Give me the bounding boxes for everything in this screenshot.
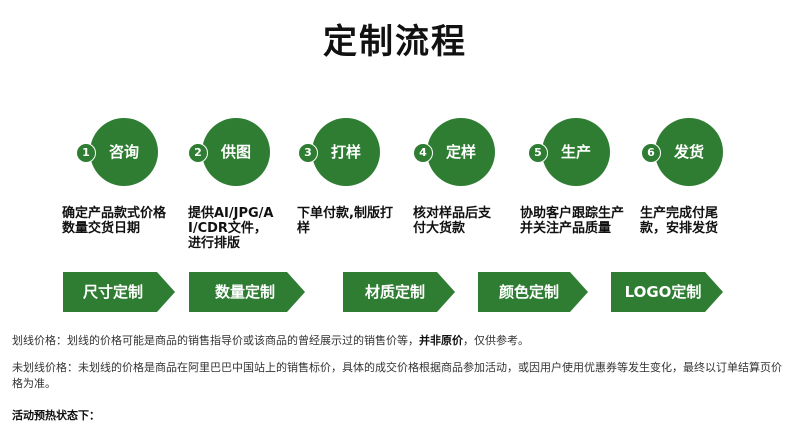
tag-size-custom: 尺寸定制 (63, 272, 175, 312)
step-number: 2 (188, 143, 208, 163)
step-circle (90, 118, 158, 186)
step-number: 4 (413, 143, 433, 163)
tag-logo-custom: LOGO定制 (611, 272, 723, 312)
step-label: 定样 (445, 143, 476, 161)
step-production: 生产 5 (528, 118, 628, 188)
note-strikethrough-price: 划线价格：划线的价格可能是商品的销售指导价或该商品的曾经展示过的销售价等，并非原… (12, 333, 782, 349)
page-title: 定制流程 (323, 22, 467, 62)
step-label: 发货 (673, 143, 704, 161)
tag-bar (478, 272, 570, 312)
step-number: 3 (298, 143, 318, 163)
step-label: 咨询 (108, 143, 139, 161)
step-confirm-sample: 定样 4 (413, 118, 513, 188)
tag-label: 尺寸定制 (82, 283, 143, 301)
step-circle (427, 118, 495, 186)
step-circle (202, 118, 270, 186)
step-number: 6 (641, 143, 661, 163)
step-provide-image: 供图 2 (188, 118, 288, 188)
step-description: 提供AI/JPG/AI/CDR文件，进行排版 (188, 206, 274, 251)
tag-bar (189, 272, 287, 312)
note-text: ，仅供参考。 (463, 334, 529, 347)
tag-label: 材质定制 (364, 283, 425, 301)
tag-arrow-icon (157, 272, 175, 312)
step-number: 5 (528, 143, 548, 163)
tag-arrow-icon (570, 272, 588, 312)
tag-color-custom: 颜色定制 (478, 272, 588, 312)
note-label: 划线价格： (12, 334, 67, 347)
step-description: 确定产品款式价格数量交货日期 (62, 206, 167, 236)
step-description: 协助客户跟踪生产并关注产品质量 (520, 206, 625, 236)
tag-bar (63, 272, 157, 312)
step-description: 核对样品后支付大货款 (413, 206, 492, 236)
tag-label: LOGO定制 (624, 283, 702, 301)
step-consult: 咨询 1 (76, 118, 176, 188)
tag-arrow-icon (705, 272, 723, 312)
note-unstruck-price: 未划线价格：未划线的价格是商品在阿里巴巴中国站上的销售标价，具体的成交价格根据商… (12, 360, 782, 392)
step-label: 供图 (220, 143, 251, 161)
tag-label: 颜色定制 (498, 283, 559, 301)
tag-bar (611, 272, 705, 312)
tag-quantity-custom: 数量定制 (189, 272, 305, 312)
step-circle (542, 118, 610, 186)
note-preheat-status: 活动预热状态下： (12, 408, 782, 424)
step-label: 打样 (330, 143, 361, 161)
tag-material-custom: 材质定制 (343, 272, 455, 312)
step-description: 下单付款,制版打样 (297, 206, 393, 236)
tag-arrow-icon (437, 272, 455, 312)
note-text: 划线的价格可能是商品的销售指导价或该商品的曾经展示过的销售价等， (67, 334, 419, 347)
tag-label: 数量定制 (214, 283, 275, 301)
step-circle (655, 118, 723, 186)
step-description: 生产完成付尾款，安排发货 (640, 206, 719, 236)
note-emphasis: 并非原价 (419, 334, 463, 347)
step-number: 1 (76, 143, 96, 163)
note-label: 未划线价格： (12, 361, 78, 374)
step-circle (312, 118, 380, 186)
tag-arrow-icon (287, 272, 305, 312)
tag-bar (343, 272, 437, 312)
note-text: 未划线的价格是商品在阿里巴巴中国站上的销售标价，具体的成交价格根据商品参加活动，… (12, 361, 782, 390)
note-heading: 活动预热状态下： (12, 409, 100, 422)
step-proof: 打样 3 (298, 118, 398, 188)
step-shipping: 发货 6 (641, 118, 741, 188)
step-label: 生产 (560, 143, 591, 161)
